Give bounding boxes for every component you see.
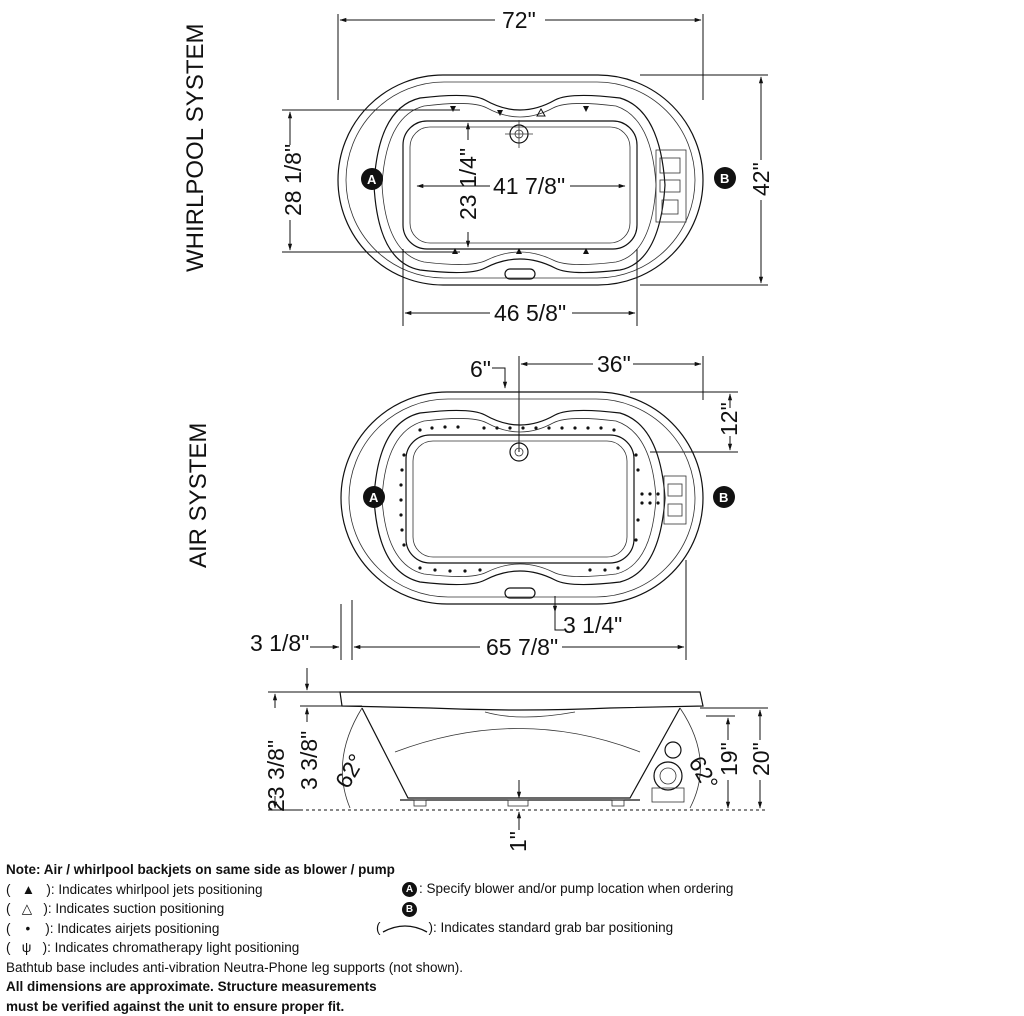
whirlpool-system-title: WHIRLPOOL SYSTEM: [182, 24, 209, 272]
air-label-a: A: [369, 490, 379, 505]
bathtub-technical-drawing: WHIRLPOOL SYSTEM 72": [0, 0, 1024, 860]
air-plan-view: AIR SYSTEM 6" 36" 12": [185, 351, 742, 660]
air-system-title: AIR SYSTEM: [185, 423, 212, 568]
label-a-badge: A: [402, 882, 417, 897]
dim-angle-left: 62°: [330, 749, 370, 792]
dim-drain-to-end: 36": [597, 351, 631, 377]
blower-note: A: Specify blower and/or pump location w…: [402, 879, 733, 899]
whirlpool-label-b: B: [720, 171, 729, 186]
air-basin: [406, 435, 634, 563]
side-tub-body: [362, 708, 680, 798]
air-label-b: B: [719, 490, 728, 505]
base-note: Bathtub base includes anti-vibration Neu…: [6, 958, 1016, 978]
dim-bottom-length: 46 5/8": [494, 300, 566, 326]
grab-bar-note: (): Indicates standard grab bar position…: [376, 918, 673, 938]
notes-section: Note: Air / whirlpool backjets on same s…: [6, 860, 1016, 1016]
legend-chromatherapy: ( ψ ): Indicates chromatherapy light pos…: [6, 938, 1016, 958]
dim-inner-width: 23 1/4": [455, 148, 481, 220]
dim-overall-length: 72": [502, 7, 536, 33]
legend-suction: ( △ ): Indicates suction positioning: [6, 899, 1016, 919]
dim-drain-offset: 6": [470, 356, 491, 382]
dim-total-height: 23 3/8": [263, 740, 289, 812]
dim-height-20: 20": [748, 742, 774, 776]
chromatherapy-icon: ψ: [22, 940, 32, 955]
label-b-note: B: [402, 899, 419, 919]
airjet-icon: •: [26, 921, 31, 936]
whirlpool-label-a: A: [367, 172, 377, 187]
side-tub-rim: [340, 692, 703, 710]
suction-icon: △: [22, 901, 32, 916]
dim-rim-width: 28 1/8": [280, 144, 306, 216]
approx-note-line1: All dimensions are approximate. Structur…: [6, 977, 1016, 997]
grab-bar-icon: [381, 922, 429, 934]
approx-note-line2: must be verified against the unit to ens…: [6, 997, 1016, 1016]
notes-header: Note: Air / whirlpool backjets on same s…: [6, 860, 1016, 880]
dim-height-19: 19": [716, 742, 742, 776]
air-tub-outer: [341, 392, 703, 604]
dim-overall-width: 42": [748, 162, 774, 196]
dim-inner-length: 41 7/8": [493, 173, 565, 199]
dim-rim-height: 3 3/8": [296, 731, 322, 790]
dim-ledge: 3 1/8": [250, 630, 309, 656]
whirlpool-jet-icon: ▲: [22, 882, 35, 897]
label-b-badge: B: [402, 902, 417, 917]
dim-foot: 1": [505, 831, 531, 852]
dim-deck-offset: 3 1/4": [563, 612, 622, 638]
side-elevation-view: 23 3/8" 3 3/8" 62° 62° 19" 20" 1": [263, 668, 774, 852]
whirlpool-plan-view: WHIRLPOOL SYSTEM 72": [182, 7, 774, 326]
dim-base-length: 65 7/8": [486, 634, 558, 660]
air-jets: [399, 425, 659, 572]
dim-drain-depth: 12": [716, 402, 742, 436]
